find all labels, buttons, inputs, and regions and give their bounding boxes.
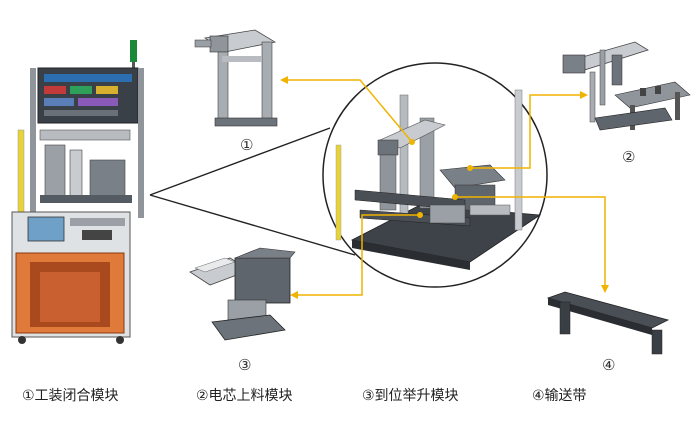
module-3-lift xyxy=(189,247,296,341)
hmi-screen xyxy=(27,216,65,242)
label-number-4: ④ xyxy=(602,356,616,374)
leader-3 xyxy=(298,214,420,296)
zoom-circle xyxy=(322,62,548,288)
leader-1 xyxy=(288,79,413,143)
caption-module-3: ③到位举升模块 xyxy=(362,388,459,404)
light-curtain-left xyxy=(17,129,25,216)
arrow-2 xyxy=(580,91,588,99)
main-machine xyxy=(11,40,144,344)
zoom-line-bottom xyxy=(149,194,356,256)
caption-module-1: ①工装闭合模块 xyxy=(22,388,119,404)
signal-tower xyxy=(130,40,137,62)
module-1-closing xyxy=(194,29,278,127)
module-2-loading xyxy=(562,41,691,131)
module-4-conveyor xyxy=(546,291,670,355)
leader-4 xyxy=(455,196,606,285)
zoom-line-top xyxy=(149,127,331,196)
arrow-4 xyxy=(601,285,609,293)
leader-markers xyxy=(280,76,609,299)
leader-lines xyxy=(288,79,606,296)
arrow-3 xyxy=(290,291,298,299)
label-number-1: ① xyxy=(240,136,254,154)
arrow-1 xyxy=(280,76,288,84)
leader-2 xyxy=(470,94,580,169)
caption-module-2: ②电芯上料模块 xyxy=(196,388,293,404)
label-number-3: ③ xyxy=(238,356,252,374)
label-number-2: ② xyxy=(622,148,636,166)
caption-module-4: ④输送带 xyxy=(532,388,587,404)
